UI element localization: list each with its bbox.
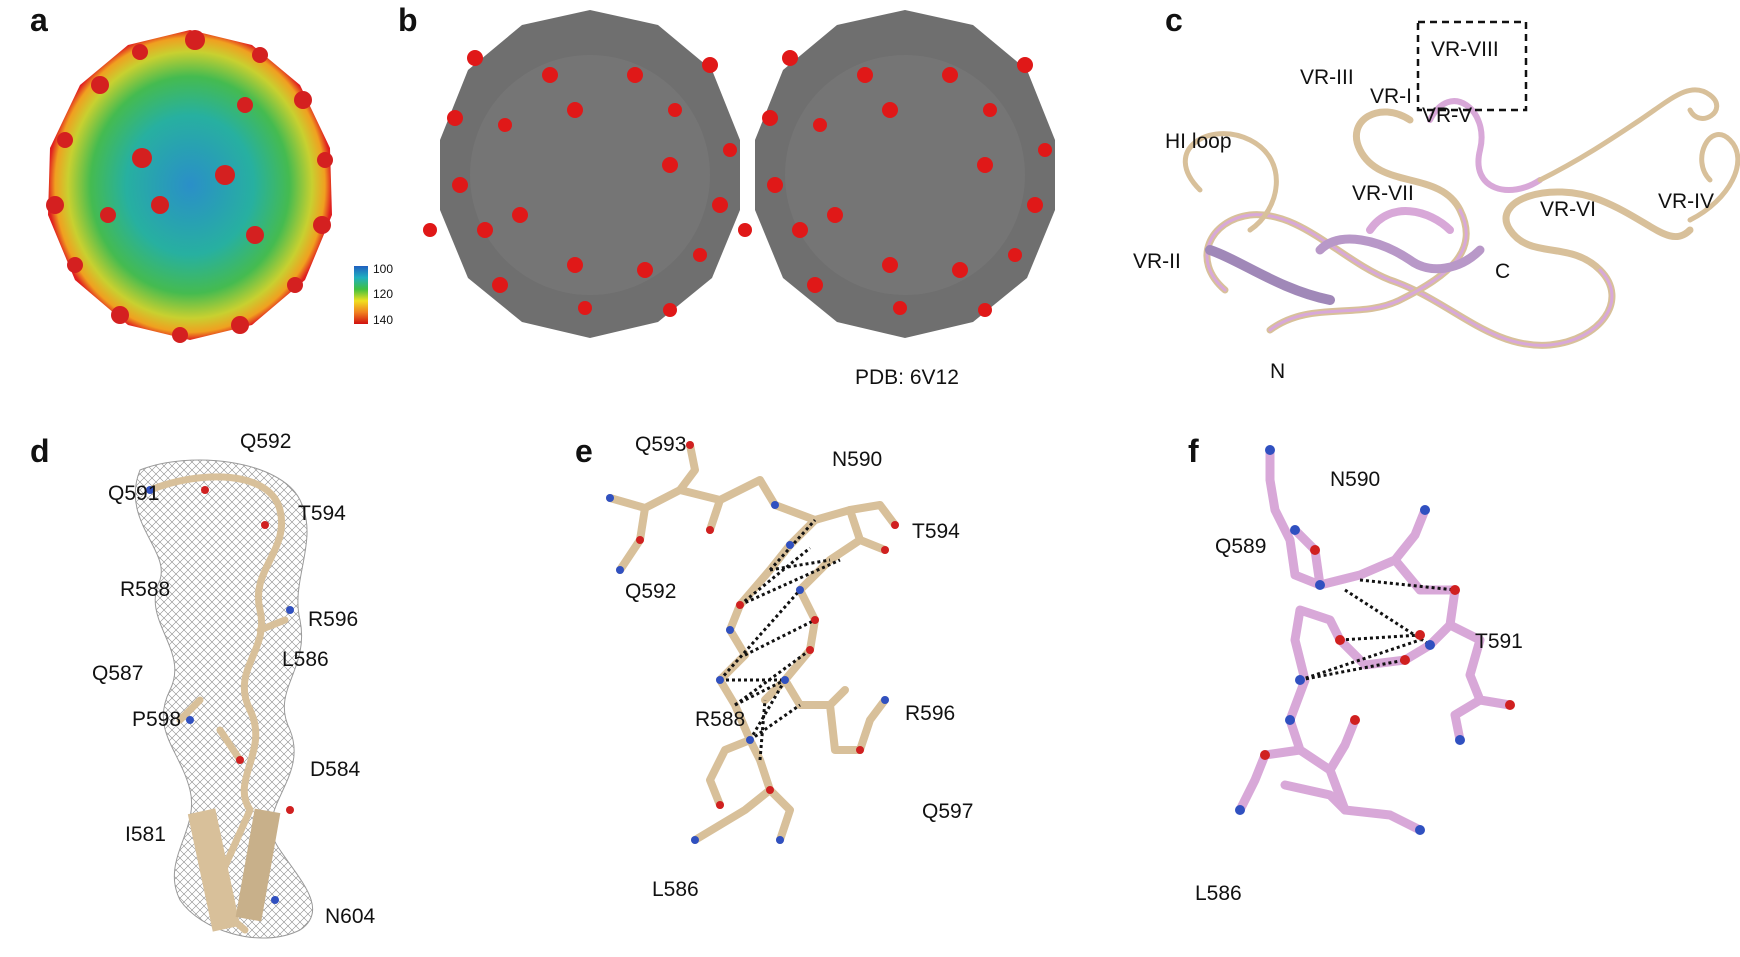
residue-r596: R596 (308, 608, 359, 631)
hbond-stick-model-pink (1235, 445, 1515, 835)
residue-l586: L586 (282, 648, 329, 671)
residue-q592: Q592 (625, 580, 677, 603)
annot-vr-ii: VR-II (1133, 250, 1181, 273)
capsid-density-map (46, 30, 333, 343)
residue-q597: Q597 (922, 800, 974, 823)
residue-i581: I581 (125, 823, 166, 846)
panel-f: N590 Q589 T591 L586 (1180, 430, 1740, 957)
annot-hi-loop: HI loop (1165, 130, 1232, 153)
pdb-caption: PDB: 6V12 (855, 366, 959, 389)
residue-l586: L586 (1195, 882, 1242, 905)
panel-b: PDB: 6V12 (400, 0, 1160, 400)
residue-l586: L586 (652, 878, 699, 901)
panel-label-f: f (1188, 433, 1199, 469)
scale-tick-100: 100 (373, 262, 394, 276)
annot-vr-i: VR-I (1370, 85, 1412, 108)
annot-vr-vi: VR-VI (1540, 198, 1597, 221)
annot-vr-viii: VR-VIII (1431, 38, 1499, 61)
panel-d: Q592 Q591 T594 R588 R596 L586 Q587 P598 … (0, 430, 440, 957)
color-scale-bar (354, 266, 368, 324)
hbond-stick-model-tan (606, 441, 899, 844)
residue-t591: T591 (1475, 630, 1523, 653)
annot-c-terminus: C (1495, 260, 1511, 283)
annot-vr-vii: VR-VII (1352, 182, 1414, 205)
annot-vr-iv: VR-IV (1658, 190, 1715, 213)
annot-vr-v: VR-V (1422, 104, 1473, 127)
residue-q593: Q593 (635, 433, 687, 456)
residue-t594: T594 (298, 502, 346, 525)
panel-label-c: c (1165, 2, 1183, 38)
panel-label-e: e (575, 433, 593, 469)
panel-label-a: a (30, 2, 48, 38)
residue-r588: R588 (695, 708, 746, 731)
density-mesh-model (134, 459, 314, 939)
scale-tick-120: 120 (373, 287, 394, 301)
panel-label-b: b (398, 2, 418, 38)
residue-r588: R588 (120, 578, 171, 601)
ribbon-structure-overlay (1182, 20, 1740, 349)
panel-e: Q593 N590 T594 Q592 R588 R596 Q597 L586 (600, 430, 1160, 957)
residue-q591: Q591 (108, 482, 160, 505)
vr-viii-box (1416, 20, 1528, 112)
panel-label-d: d (30, 433, 50, 469)
residue-r596: R596 (905, 702, 956, 725)
residue-n604: N604 (325, 905, 376, 928)
scale-tick-140: 140 (373, 313, 394, 327)
capsid-surface-right (738, 10, 1055, 338)
residue-p598: P598 (132, 708, 182, 731)
residue-t594: T594 (912, 520, 960, 543)
capsid-surface-left (423, 10, 740, 338)
residue-d584: D584 (310, 758, 361, 781)
annot-n-terminus: N (1270, 360, 1286, 383)
residue-n590: N590 (1330, 468, 1381, 491)
residue-q587: Q587 (92, 662, 144, 685)
panel-a: 100 120 140 (0, 0, 420, 400)
panel-c: VR-VIII VR-III VR-I VR-V HI loop VR-VII … (1130, 0, 1740, 400)
residue-n590: N590 (832, 448, 883, 471)
residue-q592: Q592 (240, 430, 292, 453)
capsid-surface-pair (423, 10, 1055, 338)
residue-q589: Q589 (1215, 535, 1267, 558)
annot-vr-iii: VR-III (1300, 66, 1354, 89)
